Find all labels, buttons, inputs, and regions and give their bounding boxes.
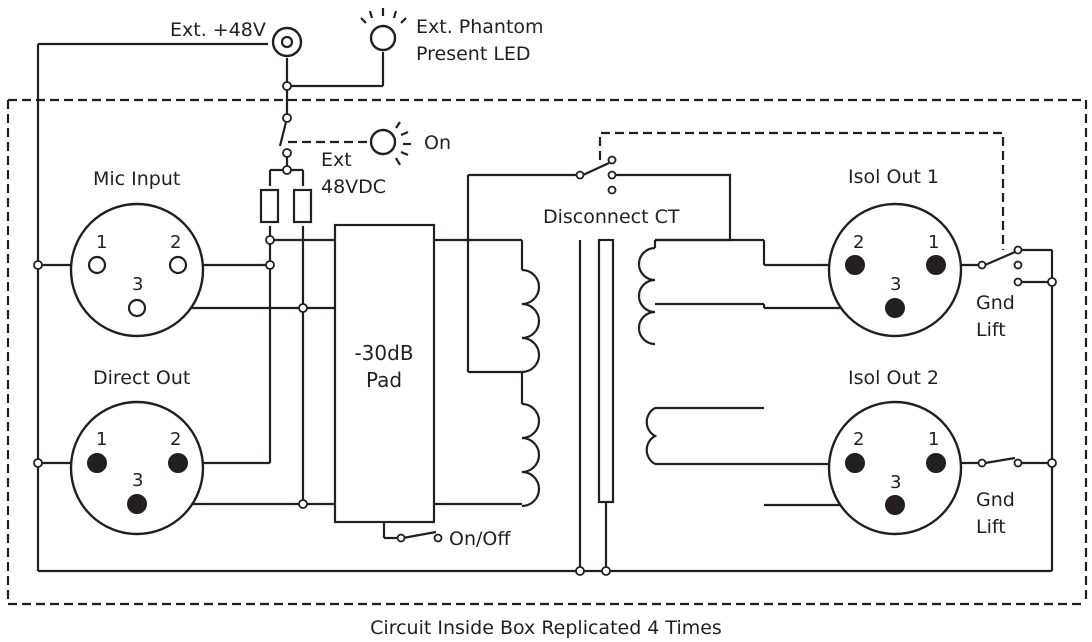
caption: Circuit Inside Box Replicated 4 Times: [370, 617, 722, 639]
on-label: On: [424, 132, 451, 154]
on-led-indicator-icon: [369, 121, 411, 166]
isol-out-1-xlr-connector-icon: [827, 202, 963, 338]
ext-48v-label: Ext. +48V: [170, 19, 266, 41]
gnd-lift-2-line1: Gnd: [976, 489, 1015, 511]
mic-pin-3: 3: [132, 274, 143, 295]
disconnect-ct-switch-icon[interactable]: [575, 131, 1005, 250]
isol1-pin-2: 2: [853, 232, 864, 253]
junction-nodes: [33, 81, 1057, 576]
direct-out-xlr-connector-icon: [69, 400, 205, 536]
direct-pin-3: 3: [132, 470, 143, 491]
isol-out-2-xlr-connector-icon: [827, 400, 963, 536]
pad-label-line2: Pad: [366, 368, 402, 392]
direct-pin-2: 2: [170, 429, 181, 450]
on-off-label: On/Off: [449, 528, 511, 550]
isol2-pin-1: 1: [928, 429, 939, 450]
phantom-led-indicator-icon: [360, 8, 407, 52]
mic-pin-2: 2: [170, 232, 181, 253]
ext-48v-jack-icon: [271, 26, 303, 58]
pad-box: [333, 223, 436, 524]
isol2-pin-2: 2: [853, 429, 864, 450]
phantom-label-line1: Ext. Phantom: [416, 16, 544, 38]
ground-bus: [36, 42, 1054, 573]
ext-48vdc-label-line2: 48VDC: [321, 176, 386, 198]
mic-input-label: Mic Input: [93, 168, 180, 190]
ext-48vdc-label-line1: Ext: [321, 149, 352, 171]
isol1-pin-1: 1: [928, 232, 939, 253]
isol1-pin-3: 3: [890, 274, 901, 295]
pad-switch-icon[interactable]: [382, 522, 443, 543]
direct-out-label: Direct Out: [93, 367, 190, 389]
direct-pin-1: 1: [96, 429, 107, 450]
gnd-lift-2-line2: Lift: [976, 516, 1006, 538]
isol2-pin-3: 3: [890, 472, 901, 493]
mic-input-xlr-connector-icon: [69, 202, 205, 338]
phantom-label-line2: Present LED: [416, 43, 531, 65]
gnd-lift-1-line2: Lift: [976, 319, 1006, 341]
gnd-lift-1-line1: Gnd: [976, 292, 1015, 314]
disconnect-ct-label: Disconnect CT: [543, 206, 680, 228]
isol-out-1-label: Isol Out 1: [848, 166, 939, 188]
gnd-lift-switch-icon[interactable]: [946, 245, 1054, 287]
mic-pin-1: 1: [96, 232, 107, 253]
resistor-icon: [259, 188, 313, 224]
pad-label-line1: -30dB: [354, 341, 413, 365]
transformer-icon: [466, 173, 895, 571]
isol-out-2-label: Isol Out 2: [848, 367, 939, 389]
enclosure-box: [6, 98, 1088, 606]
